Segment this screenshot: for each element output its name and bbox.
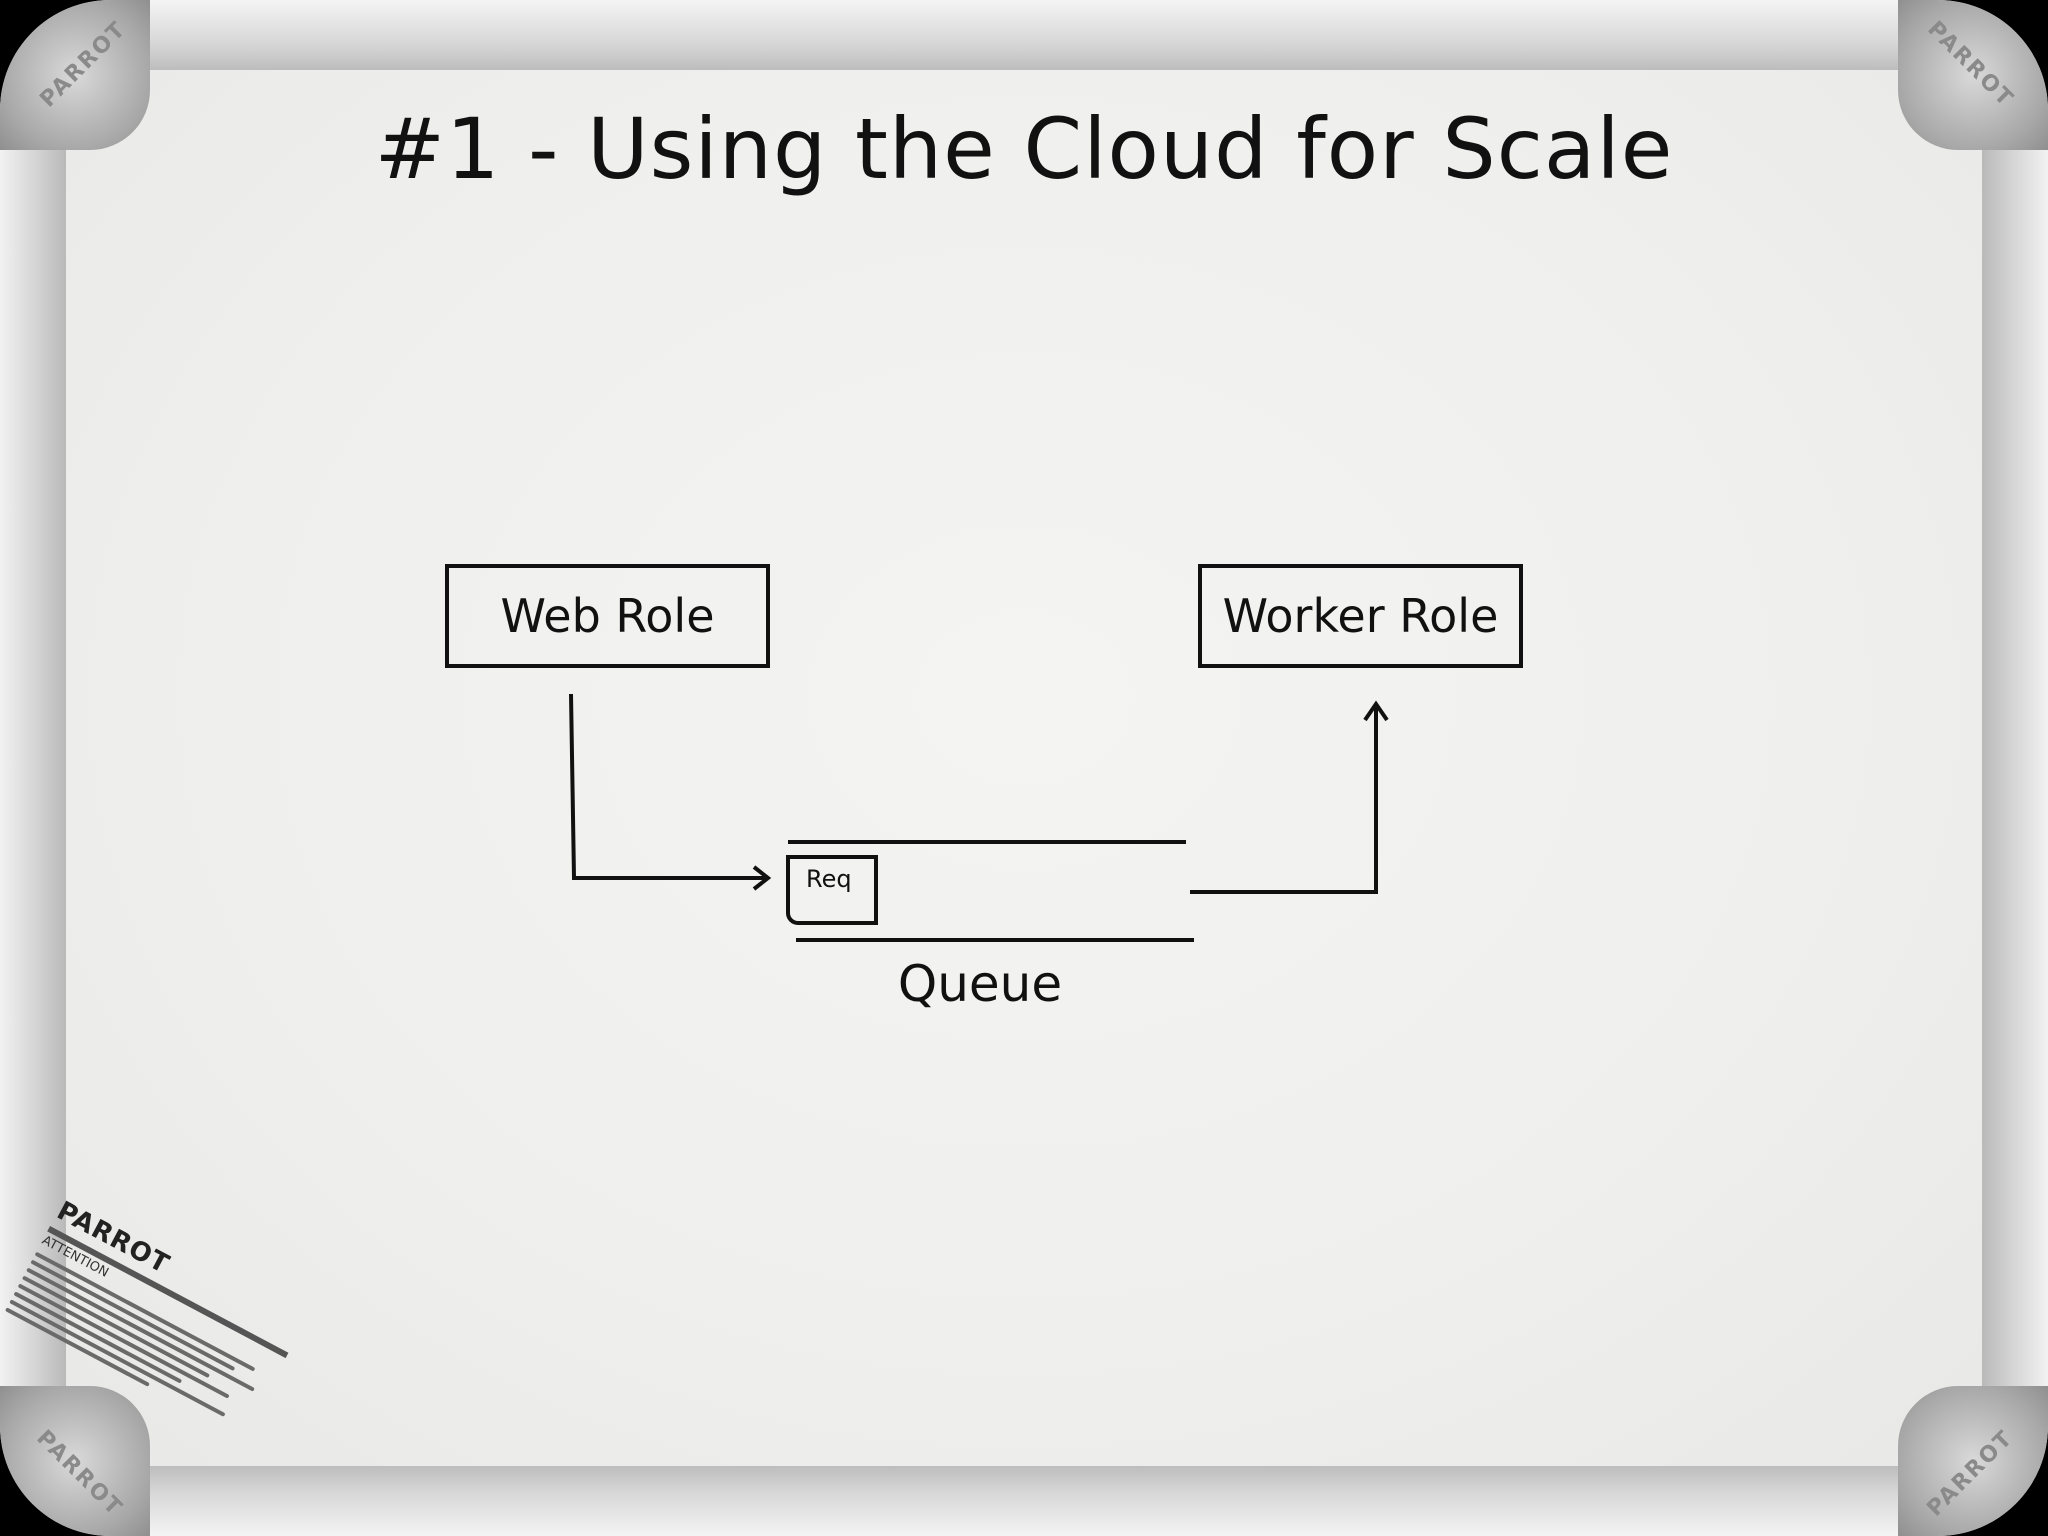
frame-left-rail [0, 130, 66, 1406]
whiteboard-surface: #1 - Using the Cloud for Scale Web Role … [66, 70, 1982, 1466]
corner-logo: PARROT [1922, 1425, 2019, 1522]
worker-role-box: Worker Role [1198, 564, 1523, 668]
page-title: #1 - Using the Cloud for Scale [374, 100, 1674, 198]
queue-to-worker-arrow [1190, 706, 1378, 894]
queue-request-message: Req [786, 855, 878, 925]
web-to-queue-arrow [569, 693, 766, 880]
queue-label: Queue [897, 955, 1063, 1013]
web-to-queue-arrowhead [752, 865, 772, 891]
frame-corner-top-left: PARROT [0, 0, 150, 150]
queue-to-worker-arrowhead [1363, 700, 1389, 722]
corner-logo: PARROT [35, 16, 132, 113]
frame-corner-top-right: PARROT [1898, 0, 2048, 150]
frame-top-rail [130, 0, 1918, 70]
frame-bottom-rail [130, 1466, 1918, 1536]
corner-logo: PARROT [1922, 16, 2019, 113]
frame-corner-bottom-right: PARROT [1898, 1386, 2048, 1536]
frame-right-rail [1982, 130, 2048, 1406]
flow-arrows [569, 693, 1389, 942]
web-role-box: Web Role [445, 564, 770, 668]
